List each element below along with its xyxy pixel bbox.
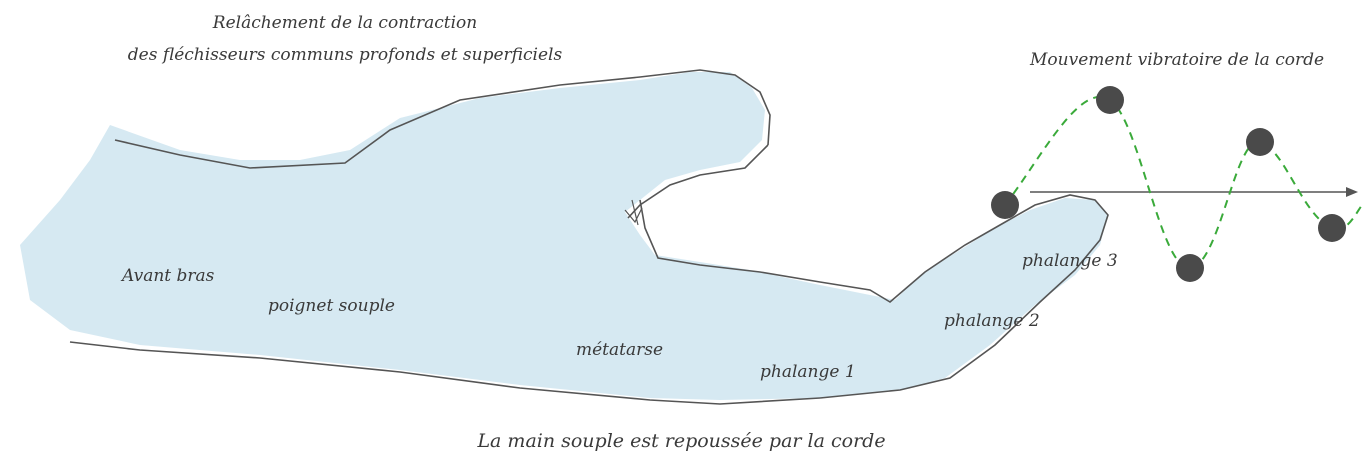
axis-arrowhead xyxy=(1346,187,1358,197)
vibration-wave xyxy=(1004,96,1363,270)
hand-lower-outline xyxy=(69,341,821,405)
hand-upper-outline xyxy=(114,69,771,169)
wave-dot xyxy=(1246,128,1274,156)
hand-fill xyxy=(20,72,1108,400)
wave-dot xyxy=(1176,254,1204,282)
title-line-1: Relâchement de la contraction xyxy=(212,13,478,33)
label-avant-bras: Avant bras xyxy=(122,266,215,286)
label-phalange-1: phalange 1 xyxy=(760,362,856,382)
label-phalange-3: phalange 3 xyxy=(1022,251,1118,271)
label-phalange-2: phalange 2 xyxy=(944,311,1040,331)
title-line-2: des fléchisseurs communs profonds et sup… xyxy=(127,45,563,65)
wave-dot xyxy=(1318,214,1346,242)
thumb-crease xyxy=(624,199,643,226)
wave-dot xyxy=(1096,86,1124,114)
finger-curl-outline xyxy=(627,144,1109,399)
wave-dot xyxy=(991,191,1019,219)
bottom-caption: La main souple est repoussée par la cord… xyxy=(477,430,886,452)
label-poignet: poignet souple xyxy=(268,296,395,316)
label-metatarse: métatarse xyxy=(576,340,664,360)
vibration-label: Mouvement vibratoire de la corde xyxy=(1030,50,1325,70)
